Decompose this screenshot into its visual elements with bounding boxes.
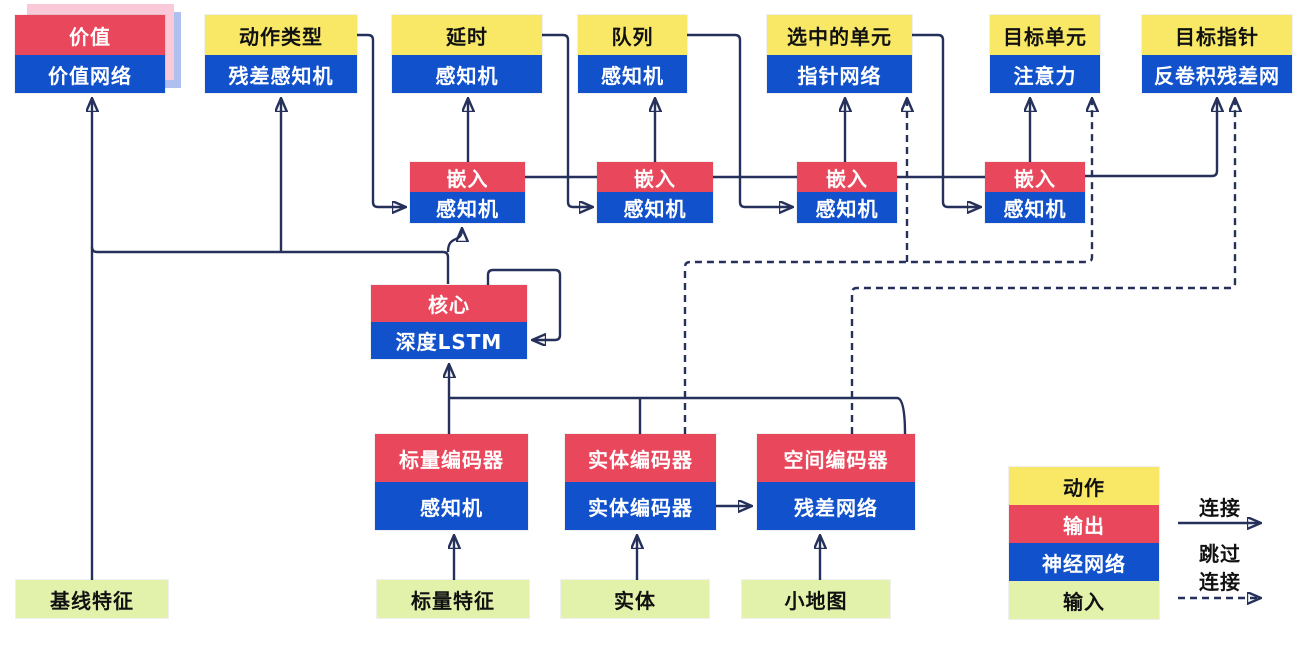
- target-point-top-label: 目标指针: [1142, 15, 1292, 55]
- spatial-encoder-bottom-label: 残差网络: [757, 482, 915, 530]
- queue-top-label: 队列: [578, 15, 687, 55]
- edge-core-to-embed1: [446, 229, 462, 253]
- node-input-minimap: 小地图: [742, 580, 890, 618]
- edge-embed4-to-targetpoint: [1085, 99, 1217, 178]
- node-entity-encoder: 实体编码器 实体编码器: [565, 434, 716, 530]
- embed1-bottom-label: 感知机: [410, 192, 525, 223]
- node-queue: 队列 感知机: [578, 15, 687, 93]
- embed4-top-label: 嵌入: [985, 162, 1085, 192]
- node-action-type: 动作类型 残差感知机: [205, 15, 357, 93]
- input-minimap-label: 小地图: [742, 580, 890, 618]
- node-input-baseline: 基线特征: [16, 580, 168, 618]
- node-target-point: 目标指针 反卷积残差网: [1142, 15, 1292, 93]
- input-entities-label: 实体: [561, 580, 709, 618]
- selected-units-top-label: 选中的单元: [767, 15, 912, 55]
- edge-core-to-left: [90, 246, 450, 284]
- scalar-encoder-bottom-label: 感知机: [375, 482, 528, 530]
- node-embed3: 嵌入 感知机: [797, 162, 897, 223]
- edge-delay-to-embed2: [542, 33, 592, 207]
- node-embed2: 嵌入 感知机: [597, 162, 713, 223]
- legend-connection-label: 连接: [1199, 496, 1241, 520]
- spatial-encoder-top-label: 空间编码器: [757, 434, 915, 482]
- embed3-bottom-label: 感知机: [797, 192, 897, 223]
- node-scalar-encoder: 标量编码器 感知机: [375, 434, 528, 530]
- value-bottom-label: 价值网络: [15, 55, 165, 93]
- core-top-label: 核心: [371, 285, 527, 322]
- node-input-entities: 实体: [561, 580, 709, 618]
- scalar-encoder-top-label: 标量编码器: [375, 434, 528, 482]
- legend-color-key: 动作 输出 神经网络 输入: [1009, 467, 1159, 619]
- edge-collector: [449, 396, 907, 435]
- target-point-bottom-label: 反卷积残差网: [1142, 55, 1292, 93]
- entity-encoder-top-label: 实体编码器: [565, 434, 716, 482]
- edge-core-self-loop: [486, 268, 562, 340]
- embed3-top-label: 嵌入: [797, 162, 897, 192]
- action-type-bottom-label: 残差感知机: [205, 55, 357, 93]
- node-core: 核心 深度LSTM: [371, 285, 527, 359]
- node-target-unit: 目标单元 注意力: [990, 15, 1100, 93]
- core-bottom-label: 深度LSTM: [371, 322, 527, 359]
- node-spatial-encoder: 空间编码器 残差网络: [757, 434, 915, 530]
- node-input-scalar: 标量特征: [377, 580, 529, 618]
- legend-skip-label-line1: 跳过: [1199, 542, 1241, 566]
- delay-top-label: 延时: [392, 15, 542, 55]
- legend-output-label: 输出: [1009, 505, 1159, 543]
- skip-spatial: [850, 99, 1235, 434]
- legend-action-label: 动作: [1009, 467, 1159, 505]
- node-value: 价值 价值网络: [15, 15, 165, 93]
- node-embed4: 嵌入 感知机: [985, 162, 1085, 223]
- target-unit-top-label: 目标单元: [990, 15, 1100, 55]
- entity-encoder-bottom-label: 实体编码器: [565, 482, 716, 530]
- input-scalar-label: 标量特征: [377, 580, 529, 618]
- target-unit-bottom-label: 注意力: [990, 55, 1100, 93]
- legend-input-label: 输入: [1009, 581, 1159, 619]
- action-type-top-label: 动作类型: [205, 15, 357, 55]
- edge-actiontype-to-embed1: [357, 33, 405, 207]
- selected-units-bottom-label: 指针网络: [767, 55, 912, 93]
- embed4-bottom-label: 感知机: [985, 192, 1085, 223]
- embed2-bottom-label: 感知机: [597, 192, 713, 223]
- value-top-label: 价值: [15, 15, 165, 55]
- delay-bottom-label: 感知机: [392, 55, 542, 93]
- node-selected-units: 选中的单元 指针网络: [767, 15, 912, 93]
- input-baseline-label: 基线特征: [16, 580, 168, 618]
- node-embed1: 嵌入 感知机: [410, 162, 525, 223]
- node-delay: 延时 感知机: [392, 15, 542, 93]
- edge-selected-to-embed4: [912, 33, 980, 207]
- queue-bottom-label: 感知机: [578, 55, 687, 93]
- embed1-top-label: 嵌入: [410, 162, 525, 192]
- legend-skip-label-line2: 连接: [1199, 570, 1241, 594]
- skip-entity-main: [683, 99, 1092, 434]
- legend-network-label: 神经网络: [1009, 543, 1159, 581]
- embed2-top-label: 嵌入: [597, 162, 713, 192]
- edge-queue-to-embed3: [687, 33, 792, 207]
